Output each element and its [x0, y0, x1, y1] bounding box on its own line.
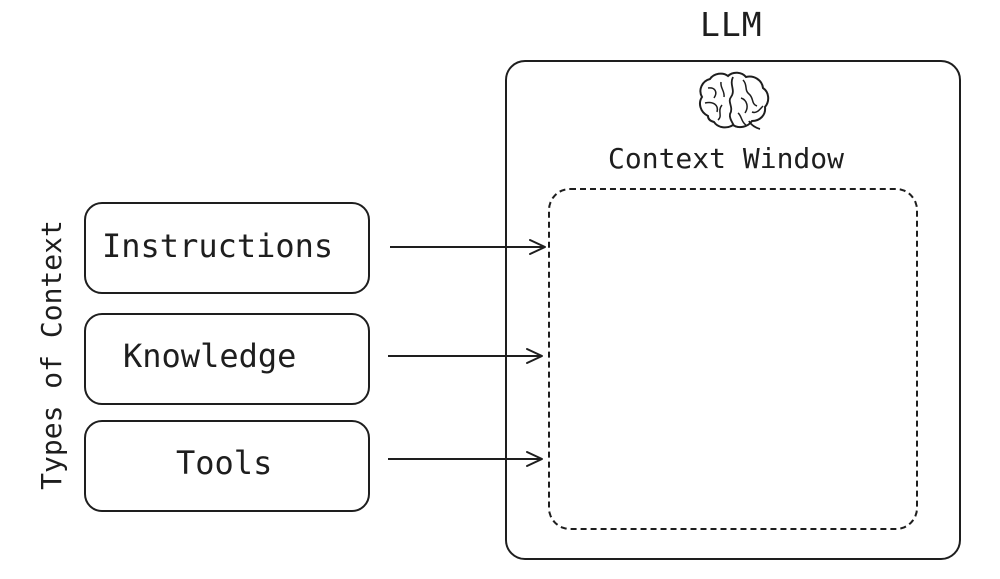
context-window-box	[548, 188, 918, 530]
llm-box	[505, 60, 961, 560]
brain-icon	[699, 71, 770, 130]
context-window-title: Context Window	[608, 142, 845, 175]
knowledge-arrow	[388, 348, 543, 364]
arrow-right-icon	[529, 239, 546, 255]
knowledge-box	[84, 313, 370, 405]
tools-label: Tools	[176, 444, 273, 482]
tools-box	[84, 420, 370, 512]
instructions-box	[84, 202, 370, 294]
knowledge-label: Knowledge	[123, 337, 297, 375]
llm-title: LLM	[700, 5, 763, 44]
instructions-label: Instructions	[102, 227, 334, 265]
arrow-right-icon	[526, 451, 543, 467]
arrow-right-icon	[526, 348, 543, 364]
tools-arrow	[388, 451, 543, 467]
instructions-arrow	[390, 239, 546, 255]
